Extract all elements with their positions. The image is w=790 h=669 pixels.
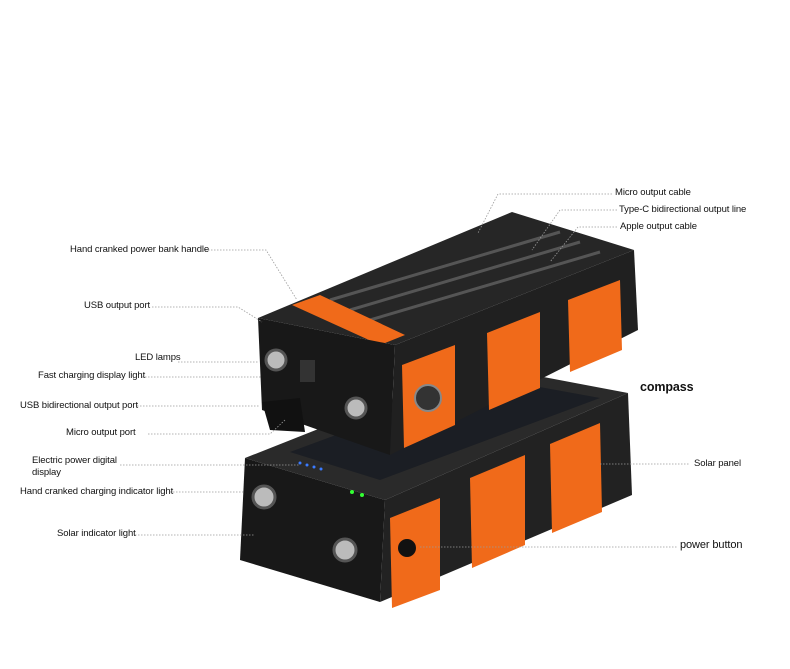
orange-pad xyxy=(550,423,602,533)
led-lamp-icon xyxy=(332,537,358,563)
upper-power-bank xyxy=(258,212,638,455)
label-solar-indicator: Solar indicator light xyxy=(57,528,136,539)
label-fast-charging-light: Fast charging display light xyxy=(38,370,146,381)
label-handle: Hand cranked power bank handle xyxy=(70,244,210,255)
label-power-button: power button xyxy=(680,539,743,551)
orange-pad xyxy=(470,455,525,568)
label-compass: compass xyxy=(640,380,694,394)
label-micro-output-cable: Micro output cable xyxy=(615,187,691,198)
digital-display-dots xyxy=(298,461,323,471)
label-usb-bidirectional-port: USB bidirectional output port xyxy=(20,400,139,411)
label-usb-output-port: USB output port xyxy=(84,300,151,311)
orange-pad xyxy=(568,280,622,372)
label-solar-panel: Solar panel xyxy=(694,458,741,469)
orange-pad xyxy=(487,312,540,410)
label-apple-cable: Apple output cable xyxy=(620,221,697,232)
label-digital-display: Electric power digital display xyxy=(32,455,117,478)
led-lamp-icon xyxy=(344,396,368,420)
label-typec-line: Type-C bidirectional output line xyxy=(619,204,747,215)
compass-icon xyxy=(414,384,442,412)
handle xyxy=(292,295,405,345)
orange-pad xyxy=(390,498,440,608)
led-lamp-icon xyxy=(264,348,288,372)
indicator-lights xyxy=(350,490,364,497)
leader-lines xyxy=(120,193,690,548)
usb-port xyxy=(300,360,315,382)
power-button-icon xyxy=(398,539,416,557)
label-hand-cranked-indicator: Hand cranked charging indicator light xyxy=(20,486,174,497)
label-led-lamps: LED lamps xyxy=(135,352,181,363)
led-lamp-icon xyxy=(251,484,277,510)
label-micro-output-port: Micro output port xyxy=(66,427,136,438)
cables xyxy=(329,230,601,322)
port-cover xyxy=(262,398,305,432)
